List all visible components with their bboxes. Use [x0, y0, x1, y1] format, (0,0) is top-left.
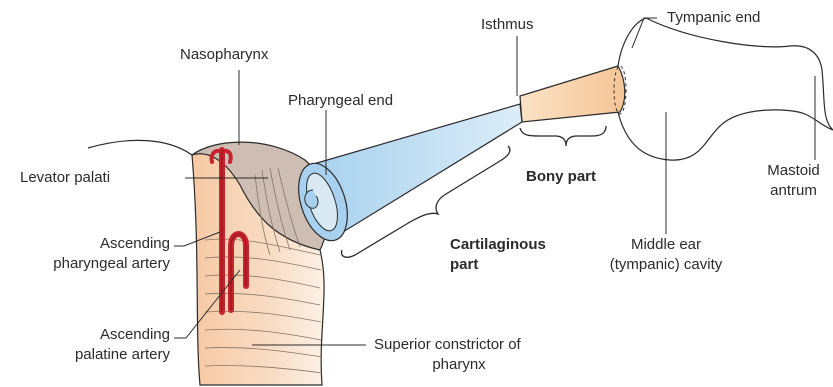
label-superior-constrictor-2: pharynx [374, 356, 544, 374]
pharynx-outline [88, 140, 192, 155]
label-ascending-palatine-artery-1: Ascending [20, 326, 170, 344]
label-nasopharynx: Nasopharynx [180, 46, 268, 64]
label-mastoid-antrum-2: antrum [754, 182, 833, 200]
label-isthmus: Isthmus [481, 16, 534, 34]
label-ascending-pharyngeal-artery-2: pharyngeal artery [20, 255, 170, 273]
bony-tube [520, 66, 625, 122]
label-superior-constrictor-1: Superior constrictor of [374, 336, 521, 354]
label-cartilaginous-part-2: part [450, 256, 478, 274]
label-levator-palati: Levator palati [20, 169, 110, 187]
label-tympanic-end: Tympanic end [667, 9, 760, 27]
middle-ear-cavity-outline [618, 18, 833, 160]
label-cartilaginous-part-1: Cartilaginous [450, 236, 546, 254]
label-middle-ear-1: Middle ear [576, 236, 756, 254]
label-ascending-palatine-artery-2: palatine artery [20, 346, 170, 364]
label-middle-ear-2: (tympanic) cavity [576, 256, 756, 274]
label-bony-part: Bony part [526, 168, 596, 186]
label-ascending-pharyngeal-artery-1: Ascending [20, 235, 170, 253]
label-pharyngeal-end: Pharyngeal end [288, 92, 393, 110]
bony-part-brace [520, 126, 606, 146]
label-mastoid-antrum-1: Mastoid [754, 162, 833, 180]
